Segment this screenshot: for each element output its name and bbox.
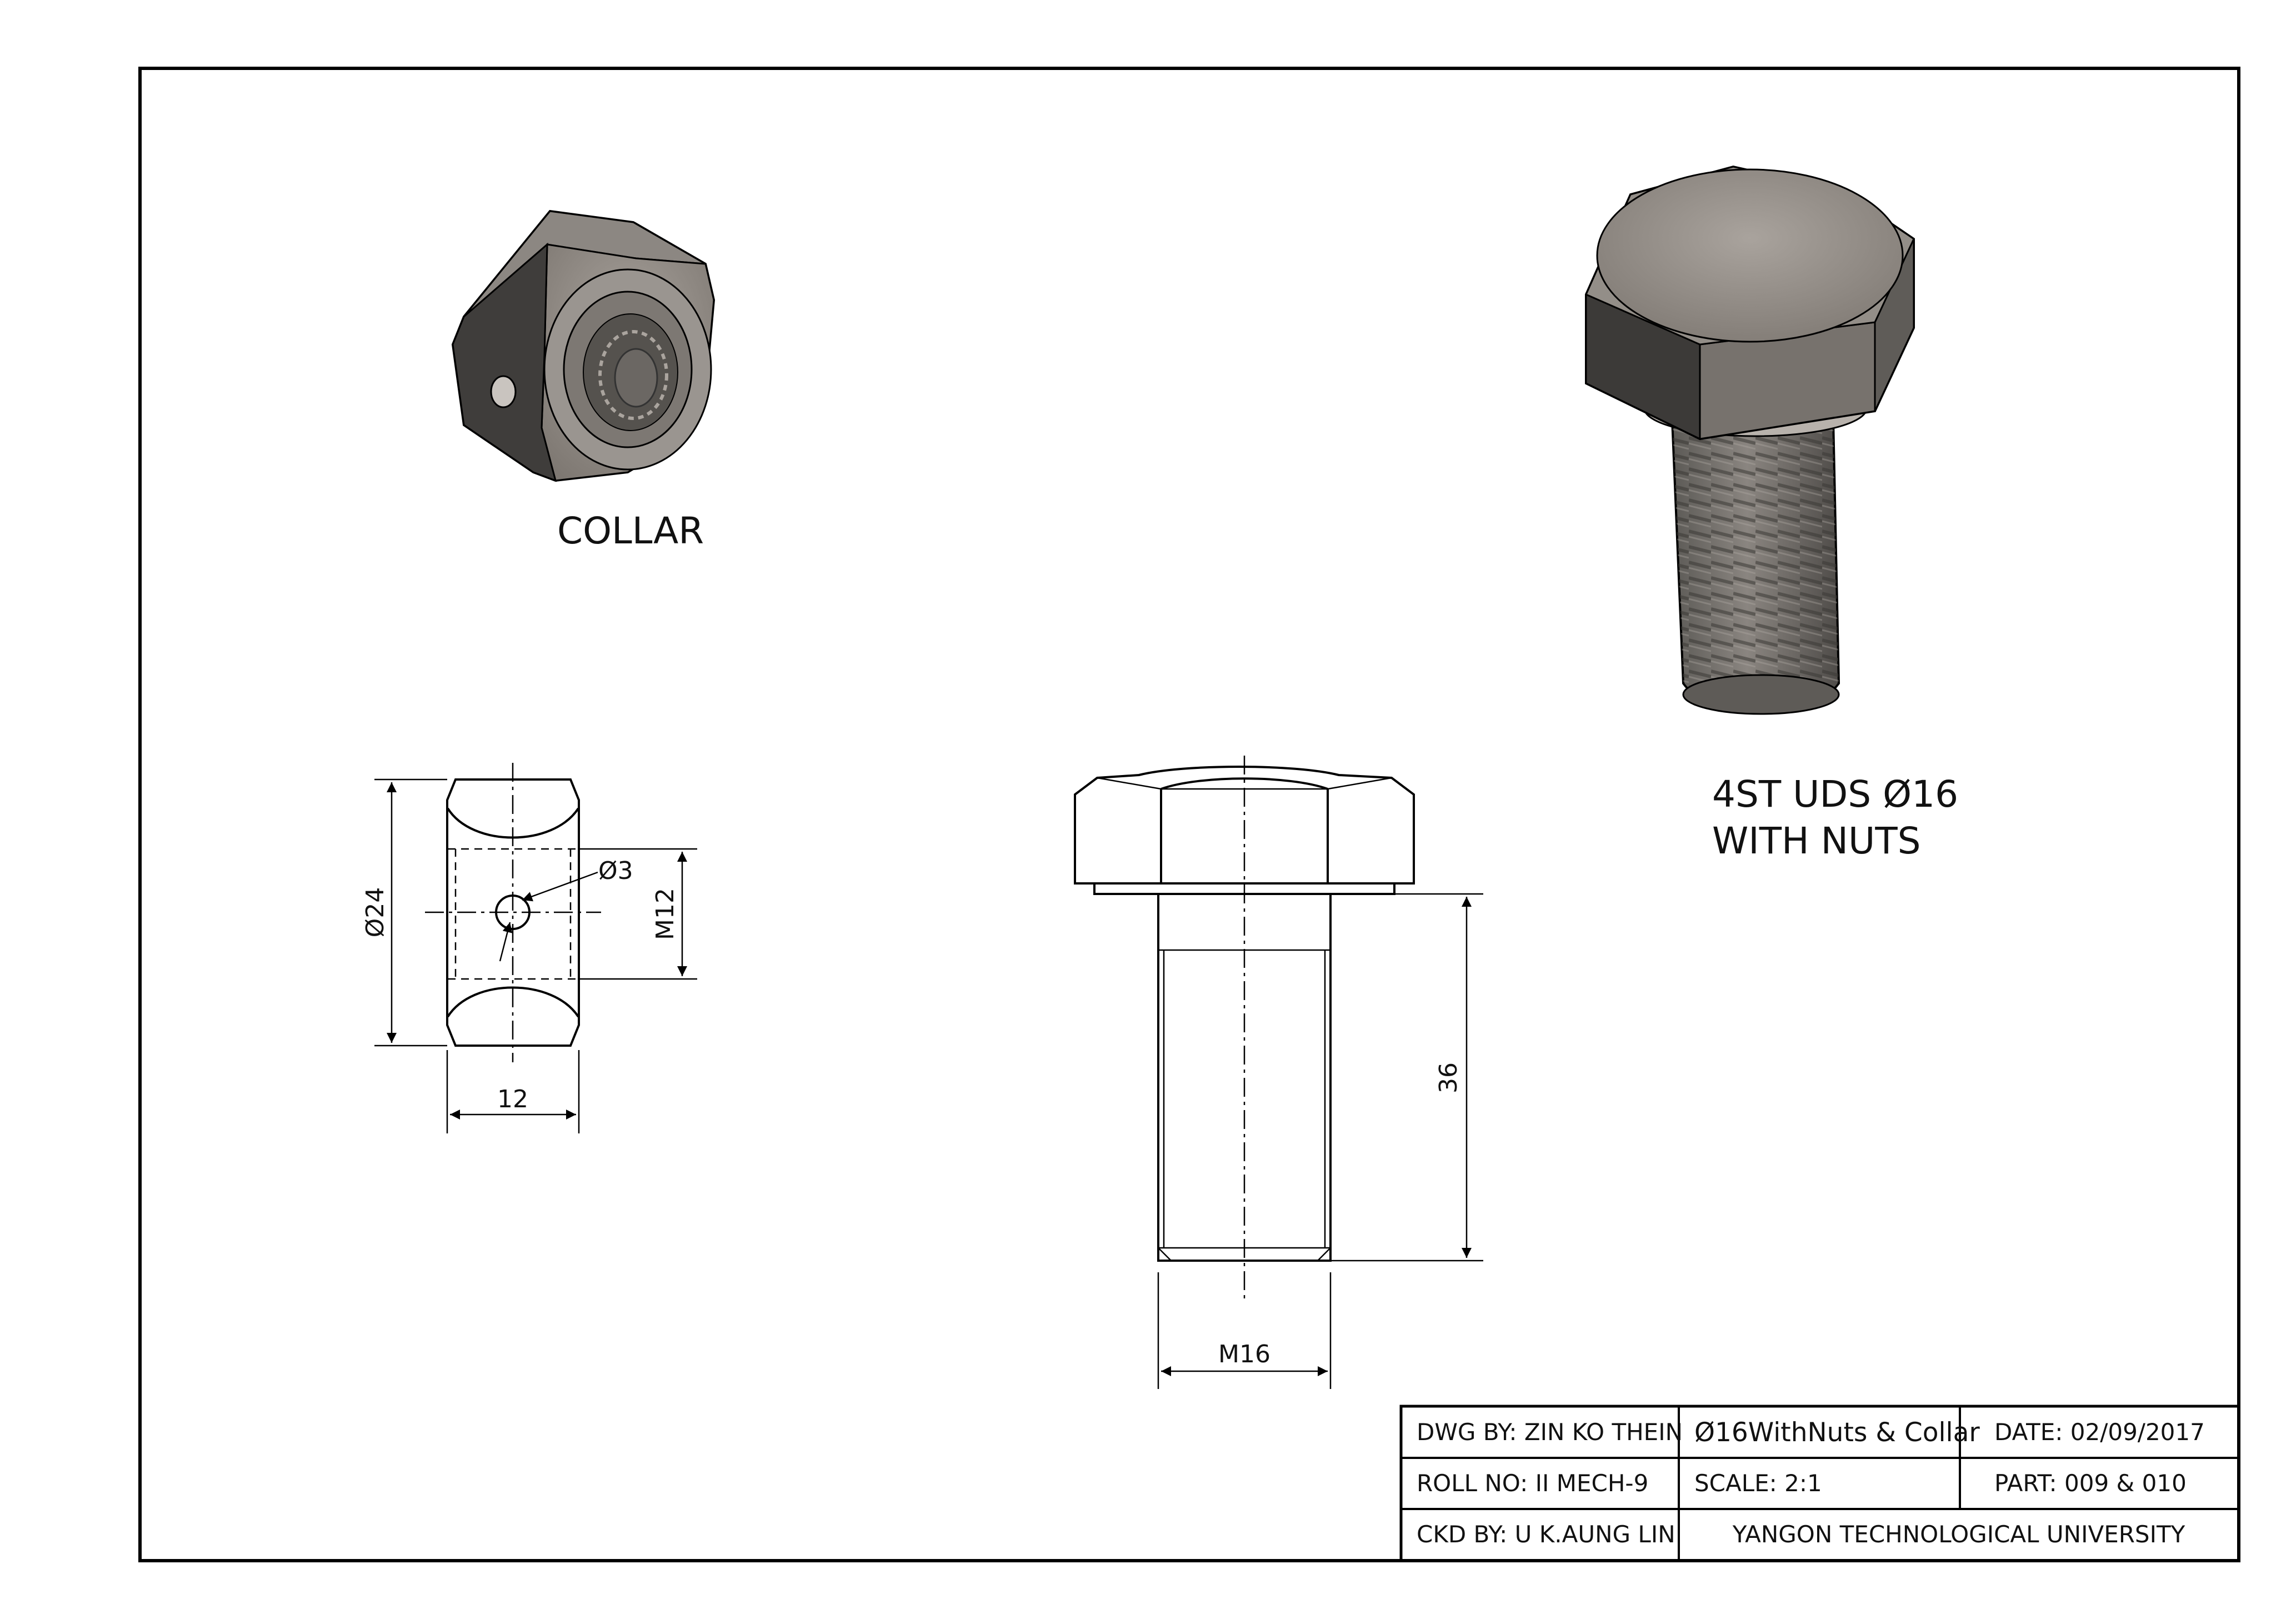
- dim-collar-hole: Ø3: [598, 857, 633, 885]
- title-block-part: PART: 009 & 010: [1994, 1470, 2187, 1497]
- collar-front-view: [425, 763, 601, 1062]
- title-block-checked-by: CKD BY: U K.AUNG LIN: [1417, 1521, 1675, 1548]
- bolt-label-line2: WITH NUTS: [1712, 820, 1921, 862]
- bolt-front-view: [1074, 756, 1415, 1300]
- collar-label: COLLAR: [557, 509, 704, 552]
- title-block-drawn-by: DWG BY: ZIN KO THEIN: [1417, 1418, 1683, 1446]
- dim-bolt-thread: M16: [1218, 1340, 1270, 1368]
- title-block-title: Ø16WithNuts & Collar: [1694, 1417, 1980, 1448]
- dim-collar-diameter: Ø24: [361, 887, 389, 938]
- title-block-scale: SCALE: 2:1: [1694, 1470, 1822, 1497]
- bolt-dimensions: [1157, 893, 1483, 1389]
- title-block-institution: YANGON TECHNOLOGICAL UNIVERSITY: [1732, 1521, 2185, 1548]
- sheet-border: [138, 67, 2240, 1562]
- dim-collar-thread: M12: [651, 888, 679, 940]
- title-block: [1399, 1405, 2240, 1562]
- dim-collar-width: 12: [497, 1085, 528, 1113]
- dim-bolt-length: 36: [1434, 1062, 1463, 1093]
- collar-dimensions: [374, 778, 697, 1133]
- title-block-roll-no: ROLL NO: II MECH-9: [1417, 1470, 1648, 1497]
- title-block-date: DATE: 02/09/2017: [1994, 1418, 2205, 1446]
- bolt-isometric-view: [1585, 165, 1915, 715]
- collar-isometric-view: [451, 209, 716, 482]
- bolt-label-line1: 4ST UDS Ø16: [1712, 773, 1958, 816]
